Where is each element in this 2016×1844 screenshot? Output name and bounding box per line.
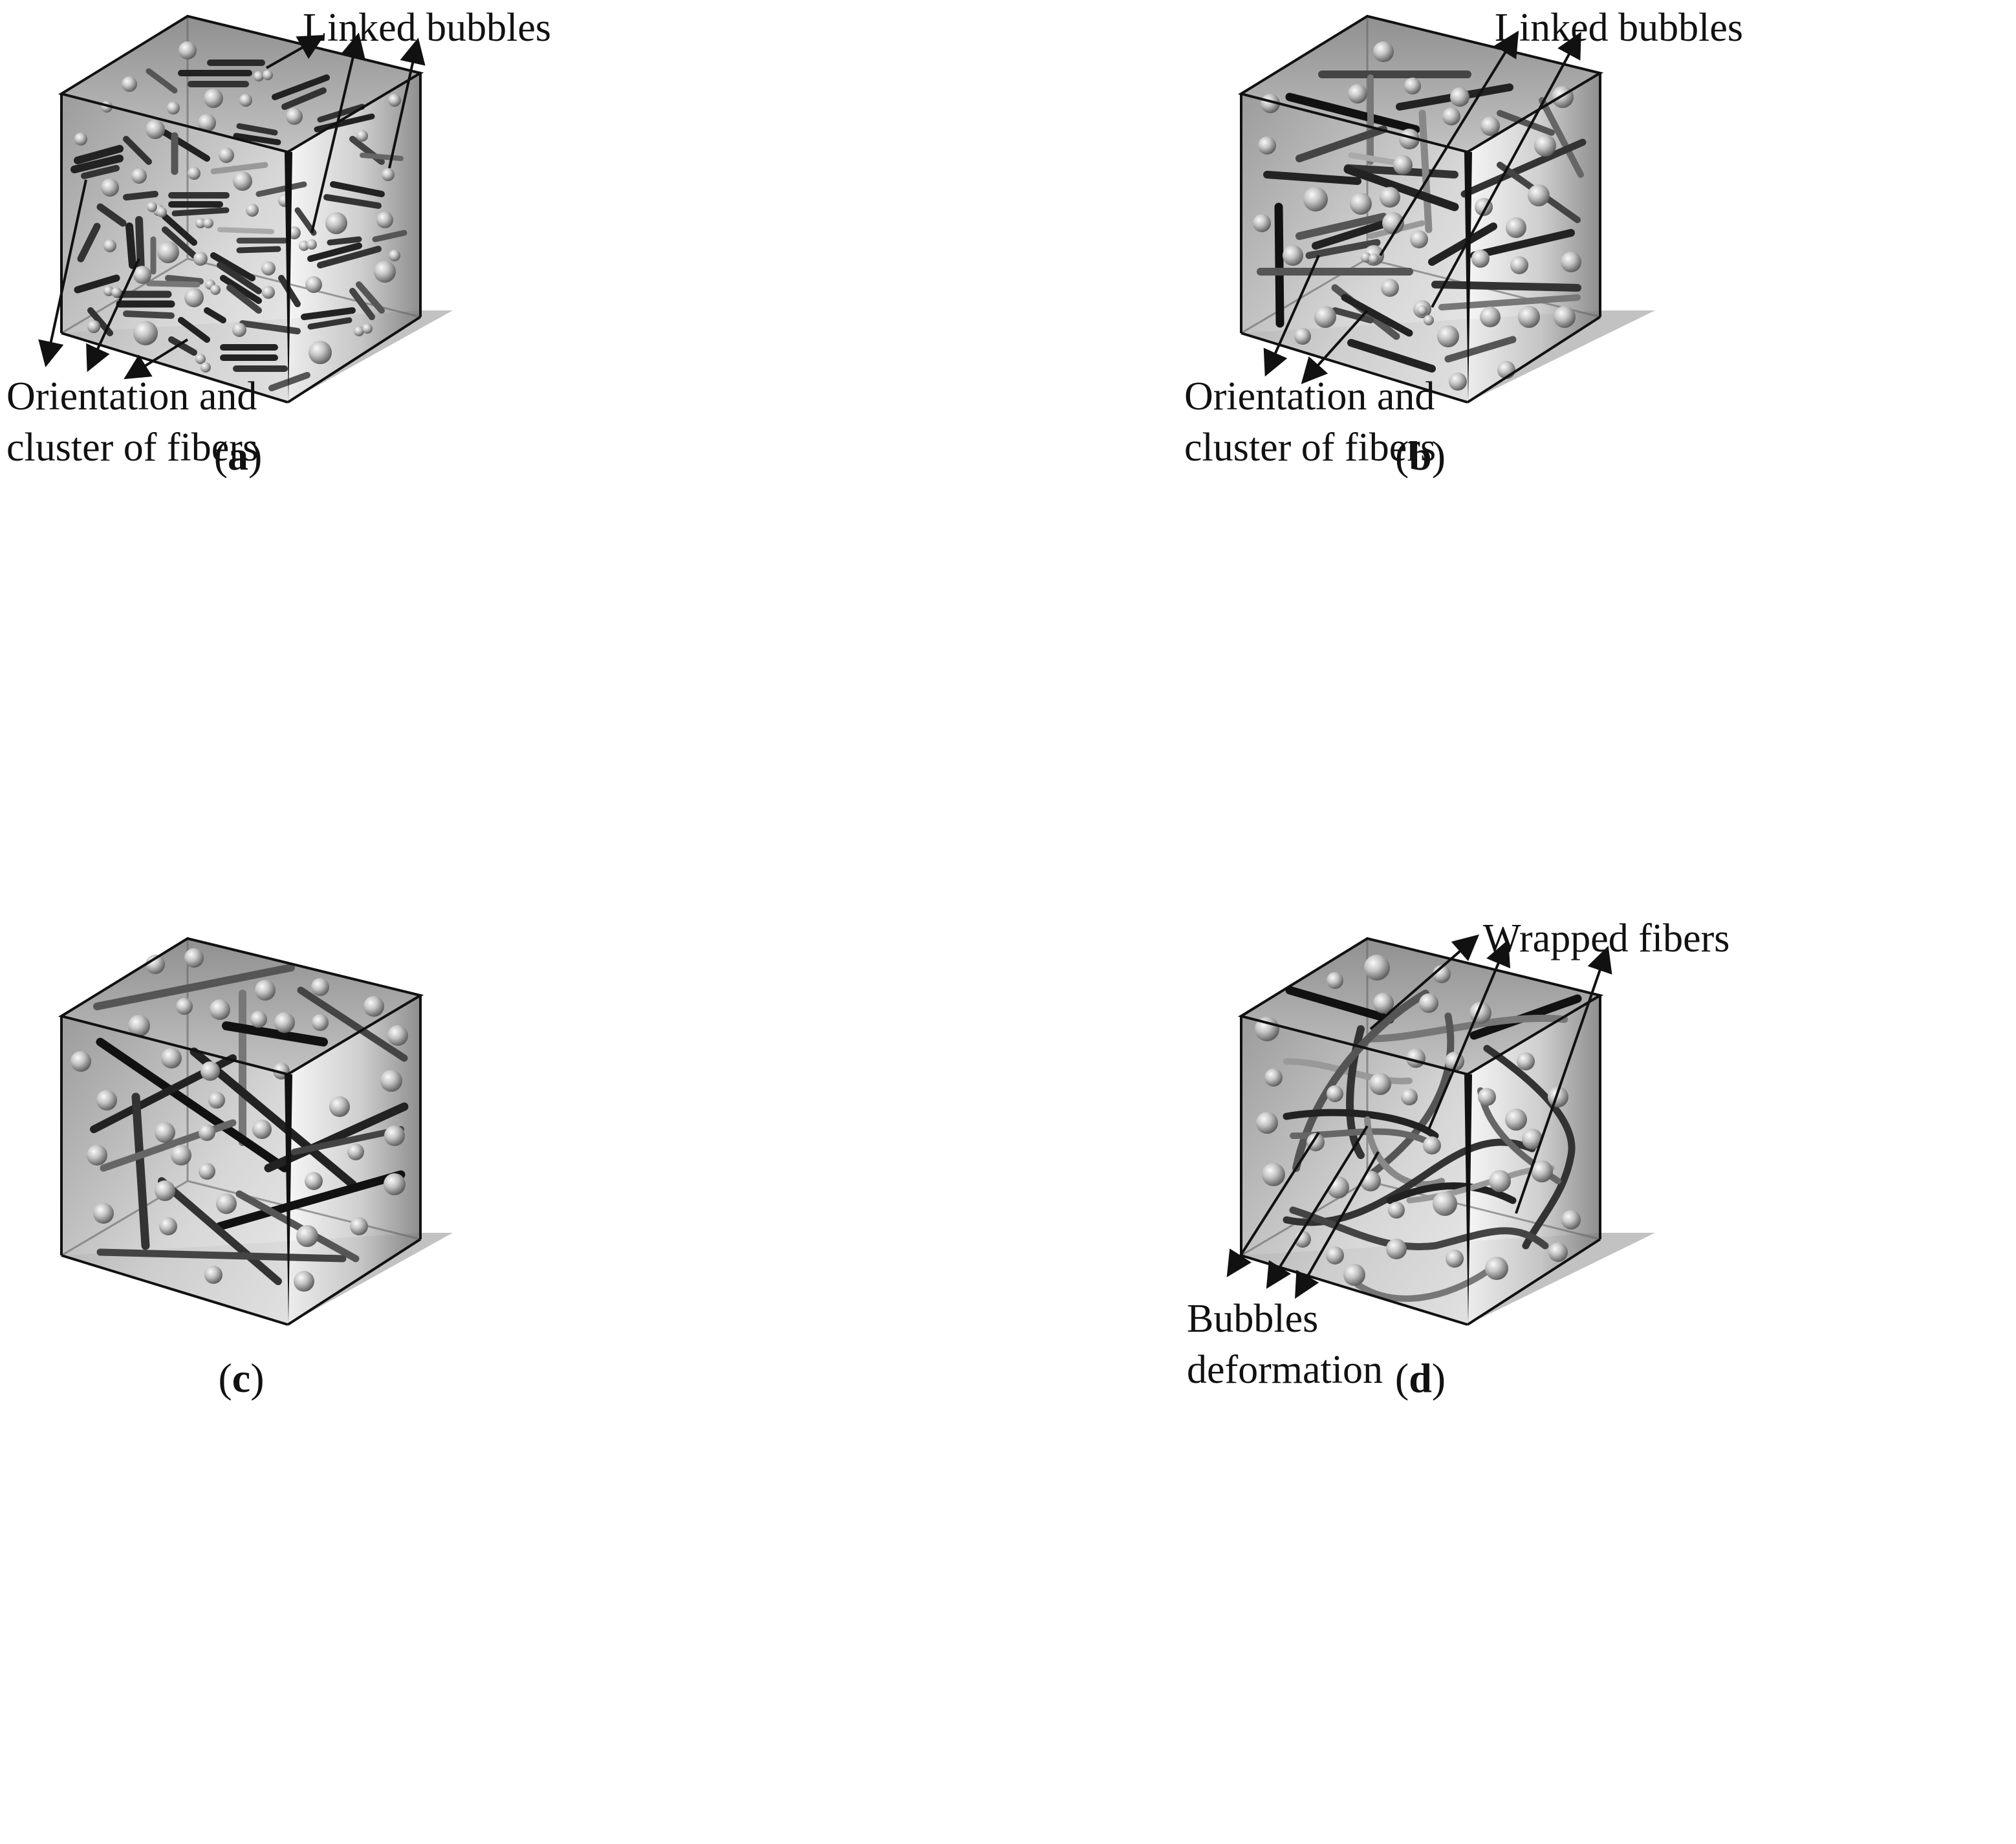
bubbles-deformation-label: Bubbles deformation bbox=[1187, 1294, 1383, 1396]
bubbles-d bbox=[1255, 955, 1581, 1286]
caption-letter: b bbox=[1409, 433, 1432, 479]
caption-letter: c bbox=[232, 1355, 251, 1401]
bubbles-deformation-line-1: Bubbles bbox=[1187, 1297, 1319, 1341]
linked-bubbles-label-b: Linked bubbles bbox=[1495, 6, 1743, 50]
caption-close: ) bbox=[248, 433, 263, 479]
orientation-label-a: Orientation and cluster of fibers bbox=[6, 371, 258, 474]
fibers-a bbox=[70, 60, 407, 391]
panel-a: Linked bubbles Orientation and cluster o… bbox=[0, 0, 1008, 922]
cube-diagram-a bbox=[38, 14, 453, 404]
bubbles-b bbox=[1253, 41, 1581, 391]
cube-left-face bbox=[61, 1016, 288, 1325]
caption-close: ) bbox=[250, 1355, 265, 1401]
fibers-d bbox=[1283, 986, 1582, 1302]
cube-diagram-d bbox=[1226, 934, 1655, 1326]
wrapped-fibers-label: Wrapped fibers bbox=[1483, 917, 1730, 960]
cube-corner-wedge bbox=[1464, 152, 1472, 402]
caption-close: ) bbox=[1431, 1355, 1446, 1401]
cube-front-edges bbox=[58, 937, 424, 1326]
caption-close: ) bbox=[1431, 433, 1446, 479]
orientation-label-line-1: Orientation and bbox=[6, 374, 257, 418]
cube-corner-wedge bbox=[1464, 1074, 1472, 1325]
caption-letter: a bbox=[228, 433, 248, 479]
caption-d: (d) bbox=[1395, 1354, 1446, 1402]
caption-open: ( bbox=[213, 433, 228, 479]
panel-d: Wrapped fibers Bubbles deformation (d) bbox=[1008, 917, 2016, 1844]
orientation-label-b: Orientation and cluster of fibers bbox=[1184, 371, 1436, 474]
caption-open: ( bbox=[1394, 433, 1409, 479]
bubbles-c bbox=[70, 948, 408, 1292]
cube-corner-wedge bbox=[285, 1074, 292, 1325]
panel-b: Linked bubbles Orientation and cluster o… bbox=[1008, 0, 2016, 922]
bubbles-deformation-line-2: deformation bbox=[1187, 1348, 1383, 1393]
fibers-c bbox=[90, 964, 409, 1285]
orientation-label-line-2: cluster of fibers bbox=[6, 426, 259, 470]
panel-c: (c) bbox=[0, 922, 1008, 1844]
cube-corner-wedge bbox=[285, 152, 292, 402]
annotation-arrows-a bbox=[38, 32, 426, 380]
caption-open: ( bbox=[218, 1355, 232, 1401]
orientation-label-line-1: Orientation and bbox=[1184, 374, 1435, 418]
caption-b: (b) bbox=[1395, 432, 1446, 480]
caption-letter: d bbox=[1409, 1355, 1432, 1401]
caption-a: (a) bbox=[214, 432, 263, 480]
orientation-label-line-2: cluster of fibers bbox=[1184, 426, 1436, 470]
cube-diagram-b bbox=[1237, 14, 1655, 404]
cube-diagram-c bbox=[58, 937, 453, 1326]
annotation-arrows-b bbox=[1263, 30, 1581, 384]
caption-open: ( bbox=[1394, 1355, 1409, 1401]
linked-bubbles-label-a: Linked bubbles bbox=[303, 6, 551, 50]
caption-c: (c) bbox=[218, 1354, 264, 1402]
annotation-arrows-d bbox=[1226, 934, 1612, 1299]
